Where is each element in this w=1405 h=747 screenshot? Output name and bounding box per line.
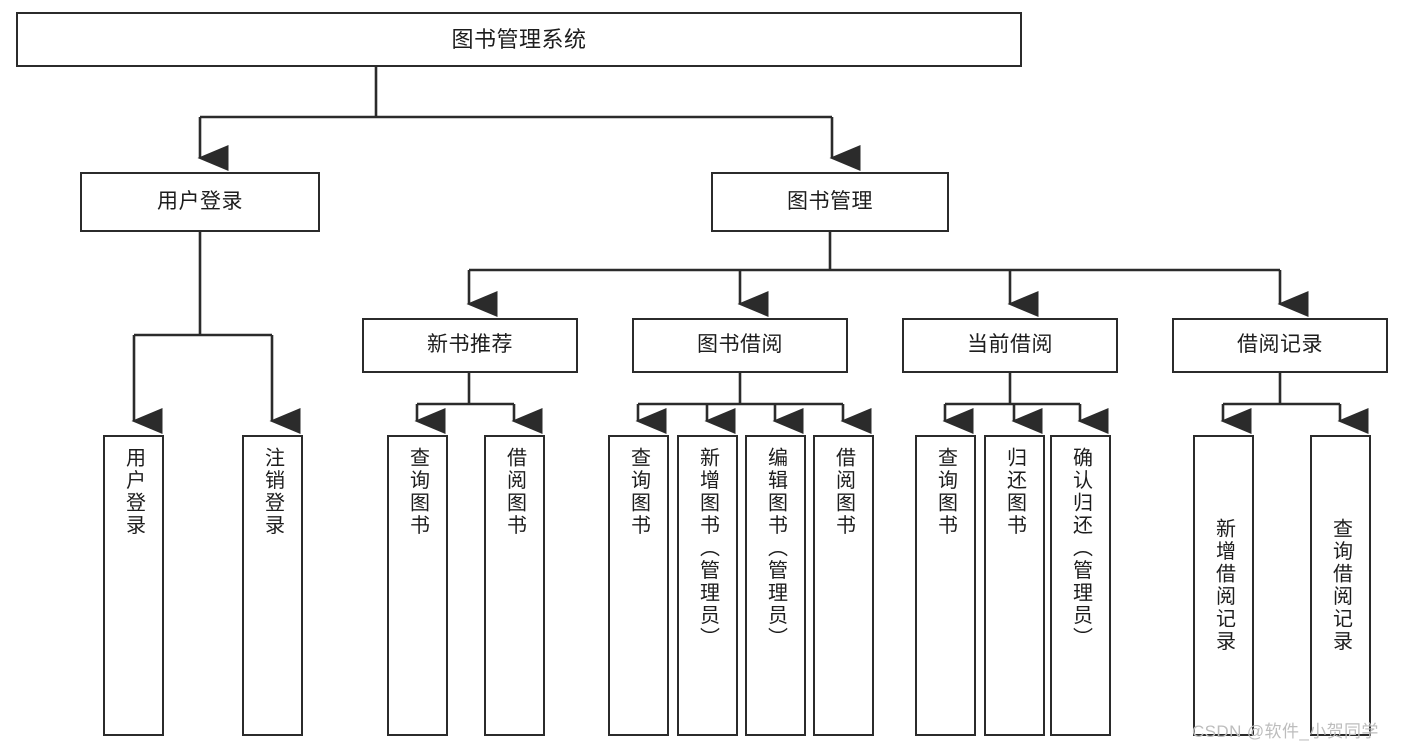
leaf-borrow-book[interactable]: 借阅图书: [813, 435, 874, 736]
leaf-label: 查询图书: [406, 447, 429, 537]
node-root-label: 图书管理系统: [451, 26, 587, 52]
node-label: 图书借阅: [697, 333, 783, 357]
leaf-add-book-admin[interactable]: 新增图书（管理员）: [677, 435, 738, 736]
leaf-query-book-borrow[interactable]: 查询图书: [608, 435, 669, 736]
leaf-edit-book-admin[interactable]: 编辑图书（管理员）: [745, 435, 806, 736]
node-level2-current-borrow[interactable]: 当前借阅: [902, 318, 1118, 373]
leaf-user-login[interactable]: 用户登录: [103, 435, 164, 736]
node-label: 新书推荐: [427, 333, 513, 357]
leaf-label: 新增图书（管理员）: [696, 447, 719, 650]
leaf-label: 用户登录: [122, 447, 145, 537]
leaf-label: 确认归还（管理员）: [1069, 447, 1092, 650]
watermark: CSDN @软件_小贺同学: [1192, 722, 1379, 741]
leaf-label: 注销登录: [261, 447, 284, 537]
node-level2-borrow-record[interactable]: 借阅记录: [1172, 318, 1388, 373]
node-label: 图书管理: [787, 189, 873, 213]
leaf-label: 归还图书: [1003, 447, 1026, 537]
leaf-borrow-book-recommend[interactable]: 借阅图书: [484, 435, 545, 736]
leaf-confirm-return-admin[interactable]: 确认归还（管理员）: [1050, 435, 1111, 736]
node-level2-book-borrow[interactable]: 图书借阅: [632, 318, 848, 373]
node-level1-user-login[interactable]: 用户登录: [80, 172, 320, 232]
node-level2-new-book-recommend[interactable]: 新书推荐: [362, 318, 578, 373]
node-level1-book-management[interactable]: 图书管理: [711, 172, 949, 232]
leaf-query-borrow-record[interactable]: 查询借阅记录: [1310, 435, 1371, 736]
node-label: 借阅记录: [1237, 333, 1323, 357]
leaf-logout[interactable]: 注销登录: [242, 435, 303, 736]
leaf-return-book[interactable]: 归还图书: [984, 435, 1045, 736]
leaf-add-borrow-record[interactable]: 新增借阅记录: [1193, 435, 1254, 736]
leaf-label: 编辑图书（管理员）: [764, 447, 787, 650]
leaf-query-book-current[interactable]: 查询图书: [915, 435, 976, 736]
leaf-query-book-recommend[interactable]: 查询图书: [387, 435, 448, 736]
leaf-label: 查询图书: [627, 447, 650, 537]
leaf-label: 查询借阅记录: [1329, 518, 1352, 653]
leaf-label: 新增借阅记录: [1212, 518, 1235, 653]
leaf-label: 借阅图书: [503, 447, 526, 537]
node-label: 用户登录: [157, 189, 243, 213]
node-label: 当前借阅: [967, 333, 1053, 357]
leaf-label: 借阅图书: [832, 447, 855, 537]
leaf-label: 查询图书: [934, 447, 957, 537]
node-root[interactable]: 图书管理系统: [16, 12, 1022, 67]
